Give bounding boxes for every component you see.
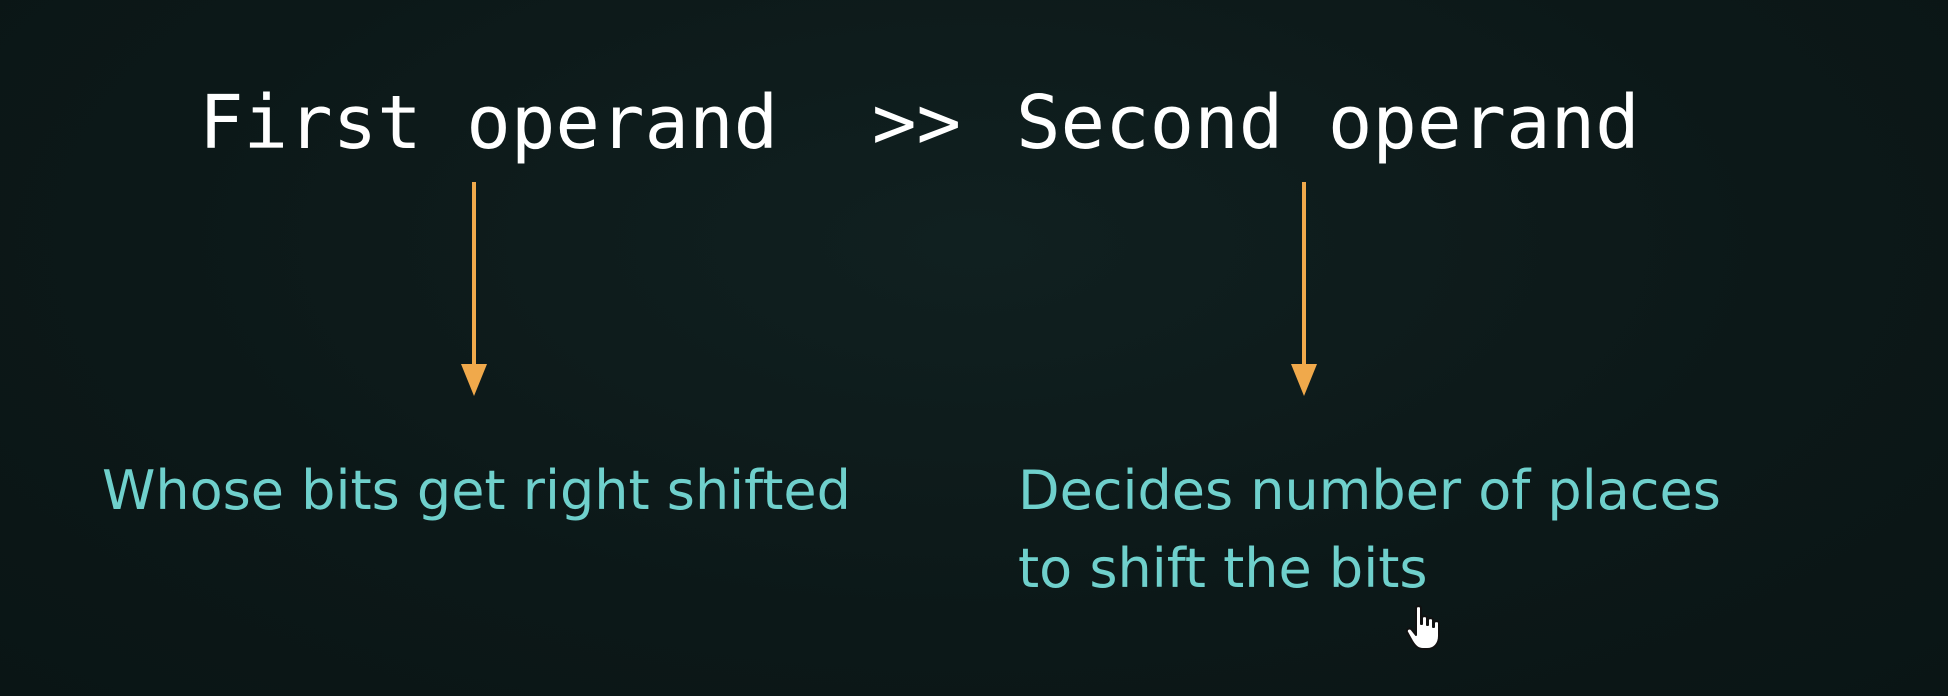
shift-expression: First operand >> Second operand: [0, 78, 1948, 168]
second-operand-arrow: [1291, 182, 1317, 396]
second-operand-label: Second operand: [1016, 80, 1640, 166]
second-operand-description: Decides number of places to shift the bi…: [1018, 452, 1721, 608]
first-operand-label: First operand: [199, 80, 779, 166]
right-shift-operator: >>: [872, 80, 962, 166]
second-operand-description-line-1: Decides number of places: [1018, 459, 1721, 522]
first-operand-arrow: [461, 182, 487, 396]
hand-pointer-icon: [1405, 605, 1440, 650]
first-operand-description: Whose bits get right shifted: [102, 452, 851, 530]
first-operand-description-text: Whose bits get right shifted: [102, 459, 851, 522]
second-operand-description-line-2: to shift the bits: [1018, 537, 1428, 600]
